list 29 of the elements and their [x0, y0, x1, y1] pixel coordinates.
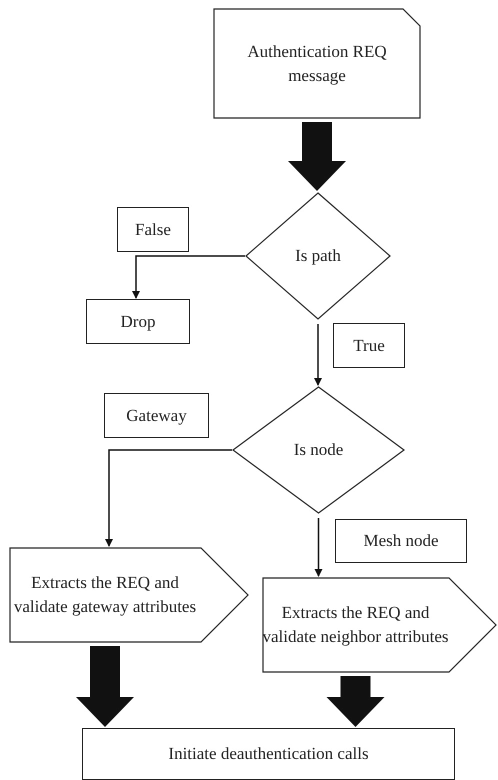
condition-label-box	[104, 393, 209, 438]
block-arrow	[326, 676, 384, 727]
process-pentagon	[9, 547, 249, 643]
node-label: Mesh node	[363, 530, 439, 552]
block-arrow	[76, 646, 134, 727]
condition-label-box	[335, 519, 467, 563]
condition-label-box	[117, 207, 189, 252]
node-label: Drop	[120, 310, 156, 333]
arrow	[105, 449, 232, 547]
block-arrow	[288, 122, 346, 191]
arrow	[314, 324, 322, 386]
condition-label-box	[333, 323, 405, 368]
decision-diamond	[232, 386, 405, 514]
decision-diamond	[245, 192, 391, 320]
node-label: Is path	[295, 245, 341, 268]
message-box	[213, 8, 421, 119]
process-box	[82, 728, 455, 780]
node-label: Authentication REQ message	[246, 40, 388, 87]
node-label: True	[353, 334, 385, 357]
node-label: Is node	[294, 439, 344, 462]
node-label: Gateway	[126, 404, 187, 427]
process-pentagon	[262, 577, 497, 673]
process-box	[86, 299, 190, 344]
node-label: Initiate deauthentication calls	[168, 743, 369, 766]
node-label: False	[135, 218, 171, 241]
arrow	[132, 255, 245, 299]
node-label: Extracts the REQ and validate gateway attributes	[12, 572, 198, 618]
arrow	[314, 518, 322, 577]
node-label: Extracts the REQ and validate neighbor attributes	[262, 602, 449, 648]
